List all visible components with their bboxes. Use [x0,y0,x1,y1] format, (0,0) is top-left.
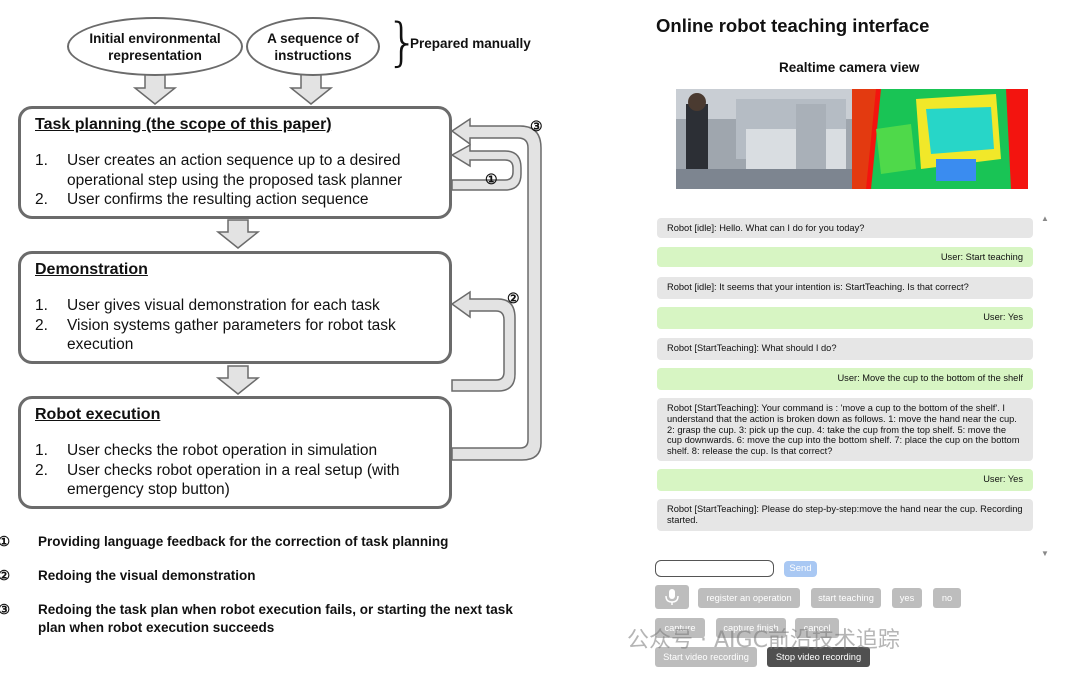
legend-item-2: ② Redoing the visual demonstration [0,567,528,585]
step-text: User confirms the resulting action seque… [67,191,369,208]
chat-log[interactable]: Robot [idle]: Hello. What can I do for y… [657,214,1043,558]
start-teaching-button[interactable]: start teaching [811,588,881,608]
stage-robot-execution: Robot execution 1. User checks the robot … [18,396,452,509]
chat-message-robot: Robot [idle]: It seems that your intenti… [657,277,1033,299]
step-text: User checks the robot operation in simul… [67,442,378,459]
legend-text: Redoing the visual demonstration [38,568,256,583]
chat-message-robot: Robot [StartTeaching]: Your command is :… [657,398,1033,461]
scroll-up-icon[interactable]: ▲ [1041,214,1049,223]
brace-symbol: } [386,13,420,73]
chat-message-robot: Robot [StartTeaching]: Please do step-by… [657,499,1033,531]
camera-view [676,89,1028,189]
teaching-interface: Online robot teaching interface Realtime… [640,0,1080,683]
legend-text: Providing language feedback for the corr… [38,534,449,549]
stage-step: 2. User checks robot operation in a real … [35,461,435,500]
legend-text: Redoing the task plan when robot executi… [38,602,513,635]
microphone-button[interactable] [655,585,689,609]
down-arrow-1 [132,73,178,105]
watermark-text: 公众号 · AIGC前沿技术追踪 [627,628,900,653]
stage-task-planning: Task planning (the scope of this paper) … [18,106,452,219]
step-text: Vision systems gather parameters for rob… [67,316,396,354]
no-button[interactable]: no [933,588,961,608]
loop-marker-1: ① [485,171,498,187]
legend-item-1: ① Providing language feedback for the cor… [0,533,528,551]
legend-mark: ① [0,534,11,549]
stage-step: 1. User creates an action sequence up to … [35,151,435,190]
chat-message-user: User: Yes [657,307,1033,329]
chat-message-robot: Robot [StartTeaching]: What should I do? [657,338,1033,360]
legend-mark: ② [0,568,11,583]
down-arrow-4 [215,365,261,395]
loop-marker-3: ③ [530,118,543,134]
step-text: User creates an action sequence up to a … [67,152,403,189]
step-number: 1. [35,152,48,169]
cancel-button[interactable]: cancel [795,618,839,638]
stage-title: Demonstration [35,261,148,278]
capture-button[interactable]: capture [655,618,705,638]
step-number: 1. [35,297,48,314]
stage-step: 2. User confirms the resulting action seq… [35,190,435,210]
chat-scrollbar[interactable]: ▲ ▼ [1041,214,1049,558]
stage-step: 2. Vision systems gather parameters for r… [35,316,435,355]
stop-video-recording-button[interactable]: Stop video recording [767,647,870,667]
step-number: 1. [35,442,48,459]
loop-marker-2: ② [507,290,520,306]
scroll-down-icon[interactable]: ▼ [1041,549,1049,558]
step-number: 2. [35,316,48,334]
stage-steps: 1. User checks the robot operation in sim… [35,441,435,500]
loop-arrow-2 [450,290,516,392]
chat-input[interactable] [655,560,774,577]
prepared-manually-label: Prepared manually [410,36,531,51]
yes-button[interactable]: yes [892,588,922,608]
step-text: User gives visual demonstration for each… [67,297,380,314]
chat-message-user: User: Start teaching [657,247,1033,267]
chat-message-robot: Robot [idle]: Hello. What can I do for y… [657,218,1033,238]
input-instructions-text: A sequence of instructions [267,30,359,63]
interface-title: Online robot teaching interface [656,15,930,36]
stage-step: 1. User checks the robot operation in sim… [35,441,435,461]
stage-title: Task planning (the scope of this paper) [35,116,332,133]
down-arrow-2 [288,73,334,105]
capture-finish-button[interactable]: capture finish [716,618,786,638]
chat-message-user: User: Yes [657,469,1033,491]
legend-mark: ③ [0,602,11,617]
step-number: 2. [35,191,48,208]
diagram-arrows [132,73,542,461]
camera-image [676,89,1028,189]
loop-arrow-3 [450,117,542,461]
microphone-icon [665,589,679,605]
input-instructions-ellipse: A sequence of instructions [246,17,380,76]
send-button[interactable]: Send [784,561,817,577]
stage-steps: 1. User gives visual demonstration for ea… [35,296,435,355]
step-text: User checks robot operation in a real se… [67,461,400,499]
input-environment-ellipse: Initial environmental representation [67,17,243,76]
start-video-recording-button[interactable]: Start video recording [655,647,757,667]
step-number: 2. [35,461,48,479]
input-environment-text: Initial environmental representation [89,30,221,63]
chat-message-user: User: Move the cup to the bottom of the … [657,368,1033,390]
down-arrow-3 [215,219,261,249]
stage-demonstration: Demonstration 1. User gives visual demons… [18,251,452,364]
stage-steps: 1. User creates an action sequence up to … [35,151,435,210]
stage-step: 1. User gives visual demonstration for ea… [35,296,435,316]
legend-item-3: ③ Redoing the task plan when robot execut… [0,601,528,637]
loop-arrow-1 [450,143,522,191]
register-operation-button[interactable]: register an operation [698,588,800,608]
camera-view-title: Realtime camera view [779,60,920,75]
stage-title: Robot execution [35,406,161,423]
workflow-diagram: Initial environmental representation A s… [0,13,543,637]
